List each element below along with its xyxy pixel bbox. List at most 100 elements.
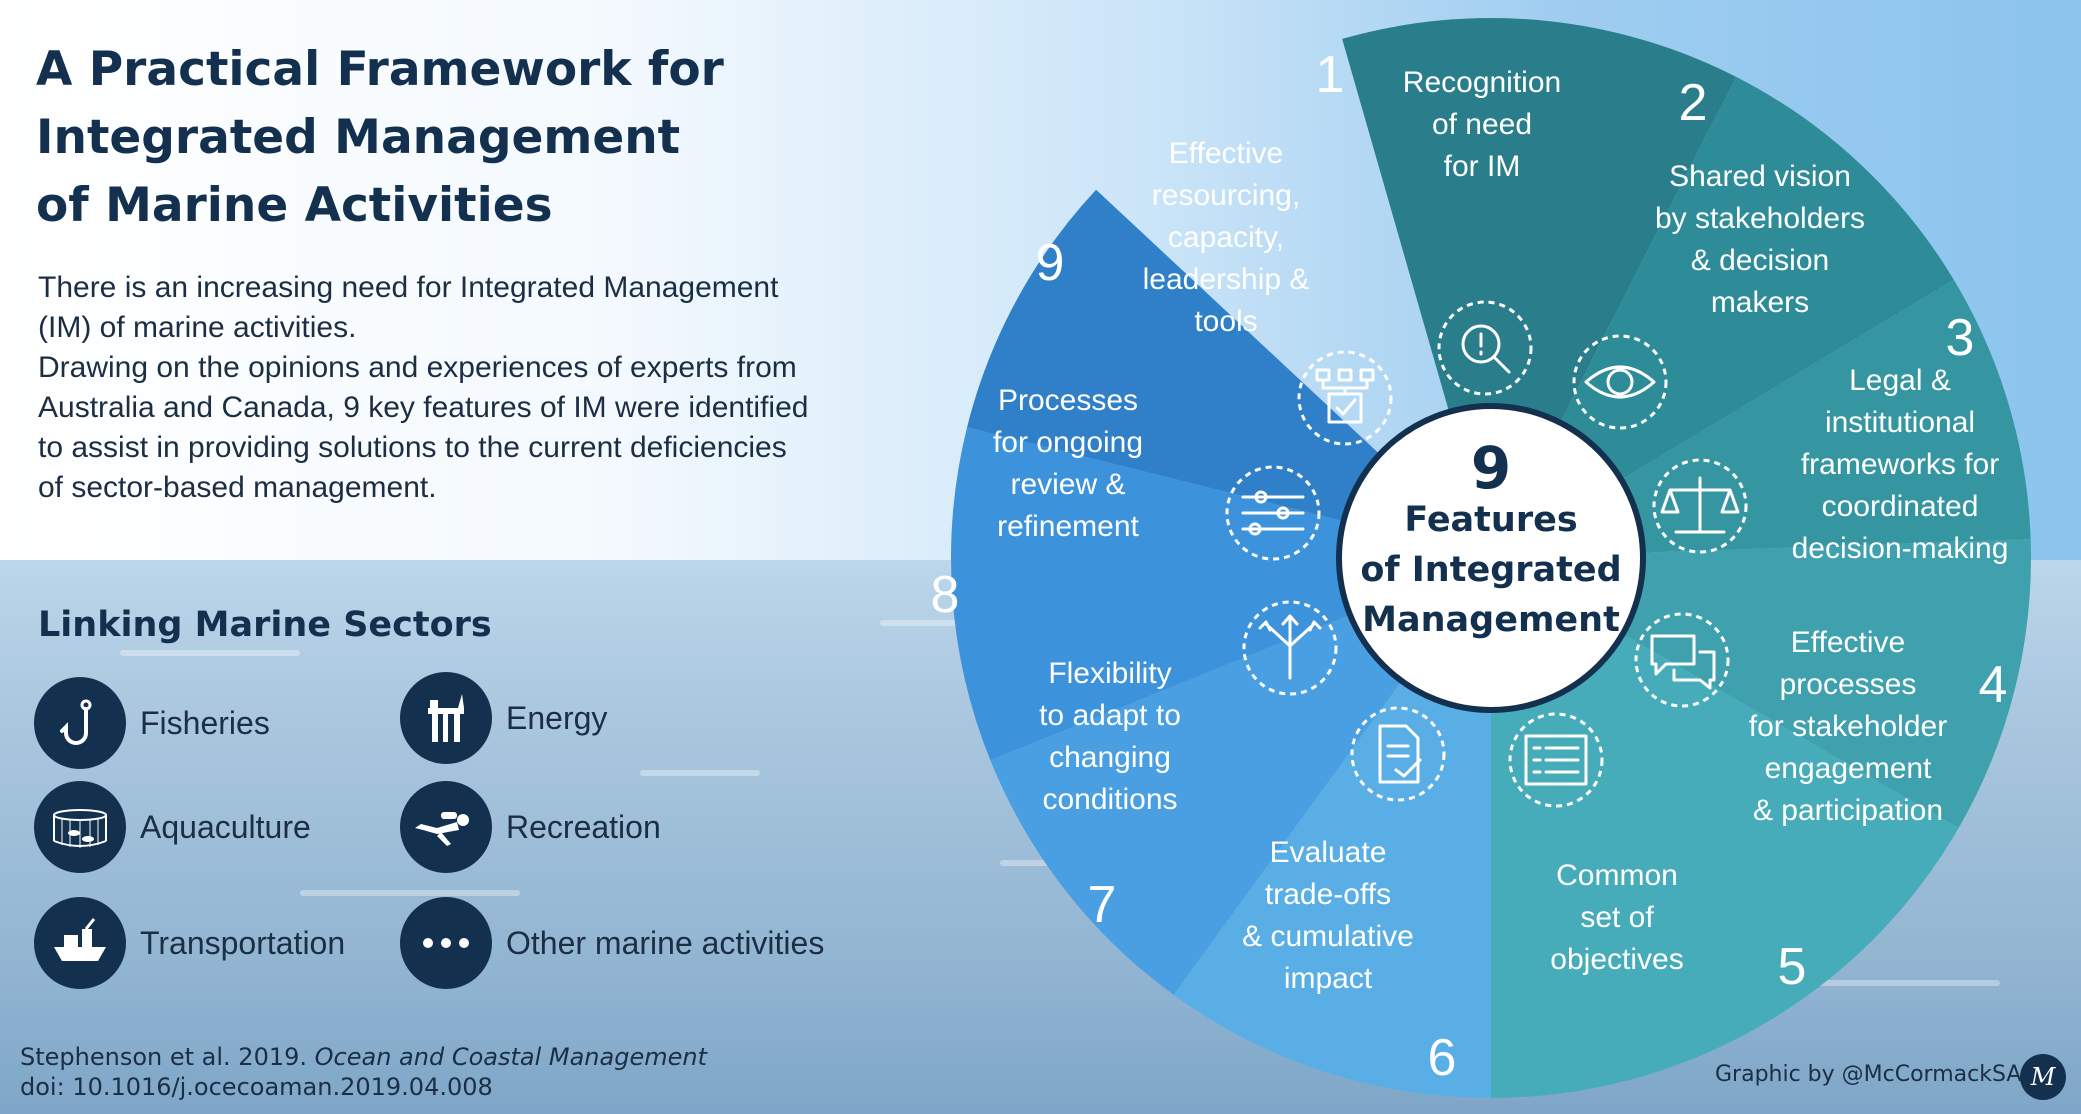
center-line: of Integrated — [1360, 550, 1621, 590]
feature-label-line: review & — [1010, 468, 1125, 501]
sector-label: Aquaculture — [140, 808, 311, 845]
sliders-icon — [1225, 465, 1321, 561]
wave-streak — [640, 770, 760, 776]
feature-segment-7 — [990, 558, 1491, 995]
feature-number: 9 — [1036, 234, 1065, 292]
sector-transportation: Transportation — [34, 897, 345, 989]
feature-label-line: to adapt to — [1039, 699, 1181, 732]
org-chart-icon — [1297, 350, 1393, 446]
sectors-heading: Linking Marine Sectors — [38, 605, 492, 645]
feature-label-line: for ongoing — [993, 426, 1143, 459]
feature-label-line: Effective — [1791, 626, 1906, 659]
feature-label-line: & participation — [1753, 794, 1943, 827]
checklist-icon — [1508, 712, 1604, 808]
magnifier-alert-icon — [1437, 300, 1533, 396]
wave-streak — [120, 650, 300, 656]
feature-label-line: Flexibility — [1048, 657, 1171, 690]
citation-journal: Ocean and Coastal Management — [314, 1043, 707, 1071]
feature-number: 3 — [1946, 309, 1975, 367]
feature-label-line: for IM — [1444, 150, 1521, 183]
scales-icon — [1652, 458, 1748, 554]
feature-label-line: objectives — [1550, 943, 1683, 976]
wave-streak — [880, 620, 1020, 626]
author-monogram: M — [2020, 1054, 2066, 1100]
feature-label-line: resourcing, — [1152, 179, 1300, 212]
feature-label-line: leadership & — [1143, 263, 1310, 296]
feature-segment-1 — [1342, 17, 1737, 558]
citation: Stephenson et al. 2019. Ocean and Coasta… — [20, 1042, 707, 1102]
feature-label-line: tools — [1194, 305, 1257, 338]
more-dots-icon — [400, 897, 492, 989]
feature-label-line: engagement — [1765, 752, 1932, 785]
sector-fisheries: Fisheries — [34, 677, 270, 769]
feature-label-line: institutional — [1825, 406, 1975, 439]
cargo-ship-icon — [34, 897, 126, 989]
feature-label-line: Recognition — [1403, 66, 1561, 99]
feature-label-line: conditions — [1042, 783, 1177, 816]
feature-label-line: Shared vision — [1669, 160, 1851, 193]
feature-label-line: makers — [1711, 286, 1809, 319]
feature-label-line: for stakeholder — [1749, 710, 1947, 743]
sector-label: Other marine activities — [506, 924, 825, 961]
center-line: Management — [1362, 600, 1620, 640]
sector-energy: Energy — [400, 672, 607, 764]
fish-cage-icon — [34, 781, 126, 873]
citation-doi[interactable]: doi: 10.1016/j.ocecoaman.2019.04.008 — [20, 1073, 493, 1101]
feature-segment-6 — [1173, 558, 1491, 1098]
feature-number: 8 — [931, 566, 960, 624]
title-line: A Practical Framework for — [36, 42, 724, 97]
intro-paragraph: Drawing on the opinions and experiences … — [38, 351, 809, 504]
feature-segment-8 — [951, 427, 1491, 761]
feature-label-line: Processes — [998, 384, 1138, 417]
feature-number: 6 — [1428, 1029, 1457, 1087]
feature-number: 5 — [1778, 938, 1807, 996]
title-line: Integrated Management — [36, 110, 681, 165]
feature-label-line: Legal & — [1849, 364, 1951, 397]
feature-label-line: by stakeholders — [1655, 202, 1865, 235]
feature-number: 4 — [1979, 656, 2008, 714]
center-line: Features — [1404, 500, 1577, 540]
center-number: 9 — [1471, 434, 1511, 502]
wave-streak — [1800, 980, 2000, 986]
feature-label-line: frameworks for — [1801, 448, 1999, 481]
feature-segment-5 — [1491, 558, 1959, 1098]
document-check-icon — [1350, 706, 1446, 802]
scuba-diver-icon — [400, 781, 492, 873]
citation-authors: Stephenson et al. 2019. — [20, 1043, 315, 1071]
citation-line: Stephenson et al. 2019. Ocean and Coasta… — [20, 1042, 707, 1072]
feature-label-line: & cumulative — [1242, 920, 1414, 953]
feature-label-line: Common — [1556, 859, 1678, 892]
feature-number: 1 — [1316, 46, 1345, 104]
sector-label: Transportation — [140, 924, 346, 961]
sector-label: Energy — [506, 699, 608, 736]
feature-label-line: capacity, — [1168, 221, 1284, 254]
oil-platform-icon — [400, 672, 492, 764]
feature-label-line: processes — [1780, 668, 1917, 701]
feature-segment-9 — [967, 189, 1491, 558]
feature-label-line: impact — [1284, 962, 1373, 995]
feature-label-line: trade-offs — [1265, 878, 1391, 911]
feature-label-line: coordinated — [1822, 490, 1979, 523]
feature-label-line: Effective — [1169, 137, 1284, 170]
feature-number: 7 — [1088, 876, 1117, 934]
sector-aquaculture: Aquaculture — [34, 781, 311, 873]
sector-recreation: Recreation — [400, 781, 661, 873]
branching-arrows-icon — [1242, 600, 1338, 696]
sector-label: Fisheries — [140, 704, 270, 741]
feature-number: 2 — [1679, 74, 1708, 132]
intro-text: There is an increasing need for Integrat… — [38, 268, 818, 508]
fish-hook-icon — [34, 677, 126, 769]
sector-other: Other marine activities — [400, 897, 824, 989]
title-line: of Marine Activities — [36, 178, 553, 233]
feature-label-line: decision-making — [1792, 532, 2009, 565]
feature-segment-2 — [1491, 76, 1954, 558]
page-title: A Practical Framework for Integrated Man… — [36, 36, 796, 240]
sector-label: Recreation — [506, 808, 661, 845]
graphic-credit[interactable]: Graphic by @McCormackSA — [1715, 1062, 2022, 1087]
wave-streak — [300, 890, 520, 896]
feature-label-line: changing — [1049, 741, 1171, 774]
wheel-center: 9 Features of Integrated Management — [1336, 403, 1646, 713]
feature-label-line: set of — [1580, 901, 1654, 934]
feature-label-line: of need — [1432, 108, 1532, 141]
